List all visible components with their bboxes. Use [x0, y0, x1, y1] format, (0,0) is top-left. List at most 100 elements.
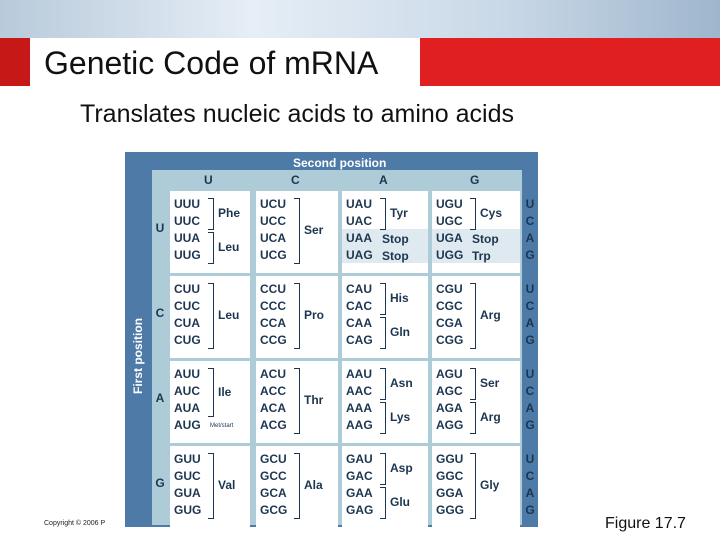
bracket	[470, 453, 476, 519]
codon: CAU	[346, 282, 372, 296]
codon: CCG	[260, 333, 287, 347]
codon-cell	[432, 361, 520, 443]
codon: GAC	[346, 469, 373, 483]
codon: AAG	[346, 418, 373, 432]
amino-acid-label: Arg	[480, 410, 501, 424]
codon: GAG	[346, 503, 374, 517]
bracket	[380, 283, 386, 315]
amino-acid-label: Met/start	[210, 422, 234, 429]
codon-cell	[256, 191, 338, 273]
codon: CCU	[260, 282, 286, 296]
codon: GGA	[436, 486, 464, 500]
codon-cell	[256, 276, 338, 358]
third-letter: U	[525, 282, 535, 296]
codon: GUA	[174, 486, 201, 500]
amino-acid-label: Cys	[480, 206, 503, 220]
slide-subtitle: Translates nucleic acids to amino acids	[80, 100, 514, 128]
first-position-label: First position	[131, 318, 145, 394]
figure-label: Figure 17.7	[605, 515, 686, 532]
codon: AUG	[174, 418, 201, 432]
third-letter: U	[525, 452, 535, 466]
codon: GCA	[260, 486, 287, 500]
codon: ACC	[260, 384, 286, 398]
third-letter: A	[525, 401, 535, 415]
codon: GUC	[174, 469, 201, 483]
codon: GCG	[260, 503, 288, 517]
stop-highlight	[342, 229, 428, 263]
codon-cell	[170, 276, 250, 358]
amino-acid-label: Stop	[382, 231, 409, 246]
codon-cell	[432, 276, 520, 358]
bracket	[470, 283, 476, 349]
codon: UCC	[260, 214, 286, 228]
third-letter: A	[525, 231, 535, 245]
column-header-c: C	[291, 173, 300, 187]
amino-acid-label: His	[390, 291, 409, 305]
codon: UUU	[174, 197, 200, 211]
amino-acid-label: Leu	[218, 240, 240, 254]
codon: GGG	[436, 503, 465, 517]
bracket	[470, 198, 476, 230]
copyright-text: Copyright © 2006 P	[44, 520, 106, 527]
amino-acid-label: Asn	[390, 376, 413, 390]
amino-acid-label: Stop	[472, 231, 499, 246]
codon: AUU	[174, 367, 200, 381]
column-header-u: U	[204, 173, 213, 187]
codon: AGA	[436, 401, 463, 415]
bracket	[294, 453, 300, 519]
amino-acid-label: Trp	[472, 248, 491, 263]
codon: CUA	[174, 316, 200, 330]
bracket	[208, 232, 214, 264]
codon: GGC	[436, 469, 464, 483]
codon: CGG	[436, 333, 464, 347]
codon: UGC	[436, 214, 463, 228]
codon: UGA	[436, 231, 463, 245]
codon: ACG	[260, 418, 287, 432]
codon: AAU	[346, 367, 372, 381]
stop-highlight	[432, 229, 520, 263]
column-header-g: G	[470, 173, 480, 187]
bracket	[208, 198, 214, 230]
codon: CAG	[346, 333, 373, 347]
third-letter: C	[525, 384, 535, 398]
amino-acid-label: Arg	[480, 308, 501, 322]
codon-cell	[256, 361, 338, 443]
bracket	[208, 283, 214, 349]
codon: AUC	[174, 384, 200, 398]
codon: AAA	[346, 401, 372, 415]
bracket	[294, 198, 300, 264]
codon: UGG	[436, 248, 464, 262]
slide-title: Genetic Code of m​RNA	[44, 45, 379, 81]
amino-acid-label: Lys	[390, 410, 411, 424]
codon: CGU	[436, 282, 463, 296]
amino-acid-label: Asp	[390, 461, 413, 475]
codon-cell	[256, 446, 338, 528]
codon: UUA	[174, 231, 200, 245]
bracket	[380, 198, 386, 230]
row-header-g: G	[155, 476, 165, 490]
codon: UAG	[346, 248, 373, 262]
second-position-label: Second position	[293, 156, 387, 170]
bracket	[380, 453, 386, 485]
codon: CCC	[260, 299, 286, 313]
codon: GCU	[260, 452, 287, 466]
third-letter: G	[525, 248, 535, 262]
codon: GAA	[346, 486, 373, 500]
codon-cell	[170, 446, 250, 528]
third-letter: C	[525, 469, 535, 483]
third-letter: G	[525, 418, 535, 432]
codon: CCA	[260, 316, 286, 330]
codon: GUU	[174, 452, 201, 466]
row-header-u: U	[155, 221, 165, 235]
amino-acid-label: Leu	[218, 308, 240, 322]
codon: CUG	[174, 333, 201, 347]
codon: CUU	[174, 282, 200, 296]
codon: GAU	[346, 452, 373, 466]
row-header-a: A	[155, 391, 165, 405]
bracket	[208, 368, 214, 417]
third-letter: U	[525, 367, 535, 381]
third-letter: C	[525, 299, 535, 313]
bracket	[380, 487, 386, 519]
codon-cell	[170, 361, 250, 443]
amino-acid-label: Glu	[390, 495, 410, 509]
